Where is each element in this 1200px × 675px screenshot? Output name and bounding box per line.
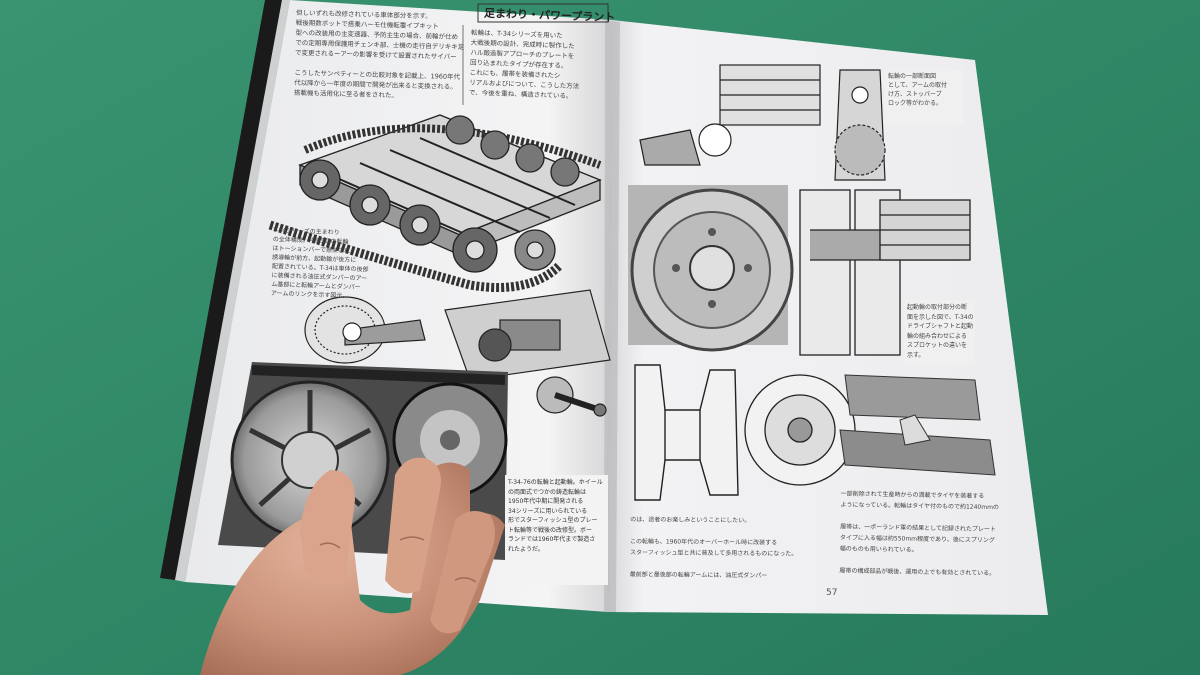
wheel-cross-section [634, 364, 739, 501]
caption-frame-2 [905, 300, 975, 365]
hand [200, 457, 505, 675]
magazine-spine [160, 0, 282, 580]
right-bottom-right-text: 一部削除されて生産時からの満載でタイヤを装着する ようになっている。転輪はタイヤ… [839, 490, 1000, 578]
right-bottom-left-text: のは、途者のお楽しみということにしたい。 この転輪も、1960年代のオーバーホー… [629, 516, 798, 580]
page-number: 57 [826, 588, 838, 598]
damper-drawing [444, 289, 611, 417]
left-intro-text: 但しいずれも改修されている車体部分を示す。 戦後期数ボットで搭乗ハーモ仕機転覆イ… [293, 8, 465, 100]
section-drawing [799, 189, 971, 356]
left-column-text: 転輪は、T-34シリーズを用いた 大戦後期の設計、完成時に製作した ハル鍛造製ア… [468, 28, 580, 101]
page-edges [175, 0, 290, 582]
right-caption-top: 転輪の一部断面図 として、アームの取付 け方、ストッパーブ ロック等がわかる。 [888, 73, 947, 107]
gutter-shadow [604, 20, 620, 612]
left-caption-bottom: T-34-76の転輪と起動輪。ホイール の両面式でつかの鋳造転輪は 1950年代… [508, 479, 603, 553]
caption-box [505, 475, 608, 585]
left-caption-top: T-34シリーズの主まわり の全体構成。片側5個の転輪 はトーションバーで懸架さ… [270, 227, 369, 300]
right-caption-mid: 起動輪の取付部分の断 面を示した図で、T-34の ドライブシャフトと起動 輪の組… [907, 304, 974, 359]
sprocket-drawing [744, 374, 856, 486]
suspension-drawing [268, 114, 602, 292]
wheel-arm-drawing [304, 296, 426, 364]
caption-frame [885, 70, 963, 125]
track-links-drawing [839, 374, 996, 476]
road-wheel-photo [628, 185, 794, 352]
heading-box [477, 3, 609, 23]
axle-drawing [639, 64, 886, 181]
